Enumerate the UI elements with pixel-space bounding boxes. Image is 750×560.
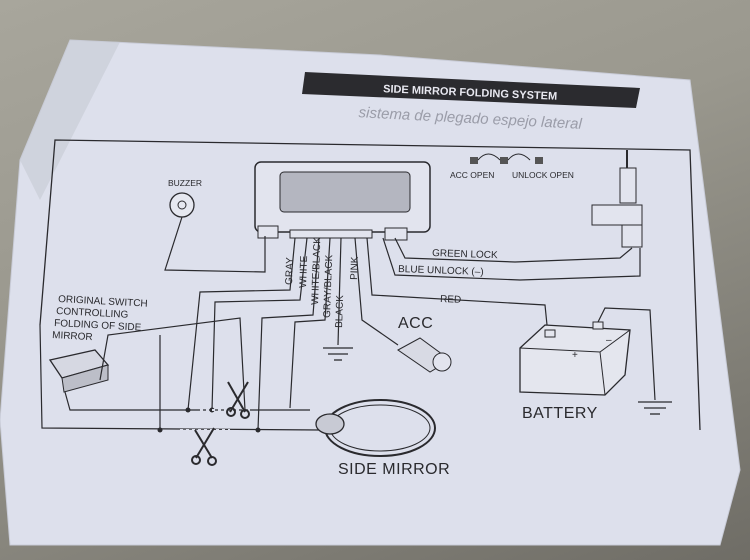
wire-pink: PINK [349, 256, 361, 280]
red-wire [366, 237, 549, 336]
battery-label: BATTERY [522, 405, 598, 422]
control-module [254, 161, 431, 241]
outer-frame [39, 139, 701, 431]
wire-black: BLACK [334, 295, 346, 328]
scissors-icon [226, 381, 250, 419]
jumper-pads: ACC OPEN UNLOCK OPEN [450, 153, 574, 180]
wire-gray-black: GRAY/BLACK [322, 254, 335, 318]
side-mirror-motor [315, 399, 436, 457]
side-mirror-label: SIDE MIRROR [338, 461, 450, 478]
wire-white: WHITE [298, 255, 310, 288]
original-switch-label: ORIGINAL SWITCH CONTROLLING FOLDING OF S… [52, 294, 148, 343]
battery-minus: – [606, 335, 612, 346]
lock-actuator [591, 150, 643, 248]
svg-text:FOLDING OF SIDE: FOLDING OF SIDE [54, 318, 142, 334]
battery-plus: + [572, 350, 578, 361]
wire-white-black: WHITE/BLACK [310, 237, 323, 305]
svg-text:CONTROLLING: CONTROLLING [56, 306, 129, 321]
battery: + – [519, 321, 631, 396]
wire-gray: GRAY [284, 257, 296, 285]
blue-unlock-label: BLUE UNLOCK (–) [398, 264, 484, 278]
unlock-open-label: UNLOCK OPEN [512, 170, 574, 180]
ground-symbol-right [638, 401, 672, 415]
svg-text:MIRROR: MIRROR [52, 330, 93, 343]
svg-text:ORIGINAL SWITCH: ORIGINAL SWITCH [58, 294, 148, 310]
red-label: RED [440, 294, 461, 306]
buzzer-label: BUZZER [168, 178, 202, 188]
paper-shadow [20, 40, 120, 200]
original-switch [48, 349, 110, 393]
blue-unlock-wire [382, 237, 641, 281]
scissors-icon [191, 427, 217, 466]
acc-plug [397, 337, 452, 373]
ground-symbol-left [323, 347, 353, 361]
acc-label: ACC [398, 315, 433, 332]
green-lock-label: GREEN LOCK [432, 248, 498, 261]
acc-open-label: ACC OPEN [450, 170, 494, 180]
buzzer: BUZZER [168, 178, 202, 218]
paper-sheet [0, 39, 741, 546]
green-lock-wire [394, 237, 633, 263]
title-banner [302, 72, 640, 108]
wire-bundle [187, 237, 342, 431]
